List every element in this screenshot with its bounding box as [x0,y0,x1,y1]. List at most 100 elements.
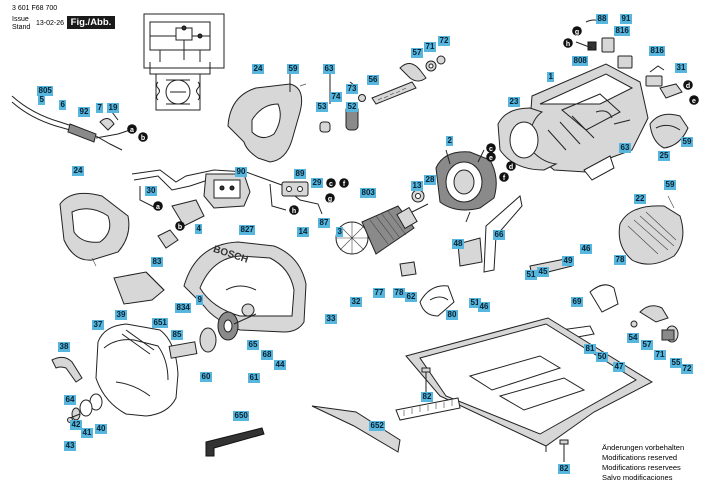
blade-bolt-set [67,393,103,423]
part-label-85: 85 [171,330,183,340]
handle-top [227,83,307,163]
base-plate [405,317,654,452]
connector-label-g2: g [575,29,579,36]
part-label-78b: 78 [393,288,405,298]
part-label-37: 37 [92,320,104,330]
part-label-38: 38 [58,342,70,352]
figure-label: Fig./Abb. 1 [67,16,115,41]
part-label-89: 89 [294,169,306,179]
part-label-2: 2 [446,136,454,146]
doc-number: 3 601 F68 700 [12,5,58,12]
connector-label-g: g [328,196,332,203]
small-parts-top [289,55,446,133]
connector-h2 [563,38,573,48]
part-label-57: 57 [411,48,423,58]
part-label-31: 31 [675,63,687,73]
part-label-78: 78 [614,255,626,265]
part-label-41: 41 [81,428,93,438]
connector-label-b2: b [178,224,182,231]
part-label-9: 9 [196,295,204,305]
part-label-77: 77 [373,288,385,298]
connector-f [339,178,349,188]
part-label-90: 90 [235,167,247,177]
connector-label-c: c [329,181,333,188]
spring-clip [121,329,155,355]
dust-cover [618,195,684,265]
connector-g2 [572,26,582,36]
stand-label: Stand [12,24,31,31]
part-label-92: 92 [78,107,90,117]
part-label-652: 652 [369,421,386,431]
part-label-59b: 59 [681,137,693,147]
rip-fence [311,397,461,453]
part-label-51: 51 [525,270,537,280]
part-label-56: 56 [367,75,379,85]
part-label-73: 73 [346,84,358,94]
part-label-47: 47 [613,362,625,372]
part-label-91: 91 [620,14,632,24]
part-label-32: 32 [350,297,362,307]
part-label-651: 651 [152,318,169,328]
connection-markers: a b a b c f h g c e d f g h [127,26,699,231]
motor-housing [527,63,649,181]
switch [157,173,251,249]
connector-b2 [175,221,185,231]
part-label-81: 81 [584,344,596,354]
part-label-72b: 72 [681,364,693,374]
part-label-1: 1 [547,72,555,82]
part-label-46: 46 [580,244,592,254]
part-label-80: 80 [446,310,458,320]
part-label-64: 64 [64,395,76,405]
part-label-69: 69 [571,297,583,307]
part-label-51b: 51 [469,298,481,308]
part-label-19: 19 [107,103,119,113]
part-label-43: 43 [64,441,76,451]
part-label-87: 87 [318,218,330,228]
part-label-44: 44 [274,360,286,370]
part-label-50: 50 [596,352,608,362]
part-label-650: 650 [233,411,250,421]
power-cord [11,95,131,151]
issue-label: Issue [12,16,29,23]
connector-label-e2: e [692,98,696,105]
handle-left [59,192,130,267]
notice-de: Änderungen vorbehalten [602,443,685,452]
connector-label-d: d [509,164,513,171]
part-label-834: 834 [175,303,192,313]
part-label-816: 816 [614,26,631,36]
blade-knob [649,113,689,149]
connector-label-c2: c [489,146,493,153]
part-label-4: 4 [195,224,203,234]
connector-b [138,132,148,142]
lever [51,356,83,383]
connector-c2 [486,143,496,153]
part-label-83: 83 [151,257,163,267]
part-label-65: 65 [247,340,259,350]
connector-h [289,205,299,215]
part-label-3: 3 [336,227,344,237]
part-label-63: 63 [323,64,335,74]
part-label-61: 61 [248,373,260,383]
hex-key [205,427,265,457]
connector-d [506,161,516,171]
part-label-40: 40 [95,424,107,434]
part-label-25: 25 [658,151,670,161]
connector-f2 [499,172,509,182]
riving-knife [457,195,523,273]
part-label-59: 59 [287,64,299,74]
connector-label-h: h [292,208,296,215]
connector-label-a: a [130,127,134,134]
part-label-53: 53 [316,102,328,112]
screws-82 [421,367,569,462]
part-label-71: 71 [424,42,436,52]
notice-es: Salvo modificaciones [602,473,673,482]
part-label-62: 62 [405,292,417,302]
connector-label-d2: d [686,83,690,90]
connector-label-h2: h [566,41,570,48]
part-label-88: 88 [596,14,608,24]
part-label-13: 13 [411,181,423,191]
part-label-68: 68 [261,350,273,360]
notice-fr: Modifications reservees [602,463,681,472]
connector-label-f2: f [503,175,506,182]
part-label-59c: 59 [664,180,676,190]
